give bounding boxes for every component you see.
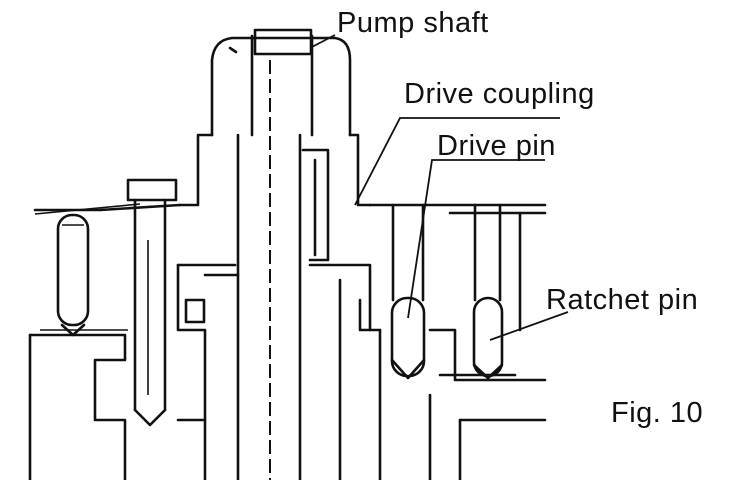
drive-coupling-body (178, 60, 372, 482)
drive-pin (378, 203, 426, 482)
pump-shaft-label: Pump shaft (337, 7, 489, 39)
drive-coupling-label: Drive coupling (404, 78, 595, 110)
drive-pin-label: Drive pin (437, 130, 556, 162)
ratchet-pin-label: Ratchet pin (546, 284, 699, 316)
figure-number-label: Fig. 10 (611, 397, 704, 429)
shaft-boss (176, 263, 382, 482)
left-pin (56, 213, 90, 337)
lower-left-housing (28, 329, 128, 482)
pump-shaft-nut (210, 28, 352, 137)
flange-plate (33, 203, 547, 215)
ratchet-pin (472, 203, 522, 380)
lower-right-housing (428, 328, 547, 482)
left-bolt (126, 178, 178, 427)
leader-lines (309, 34, 569, 341)
